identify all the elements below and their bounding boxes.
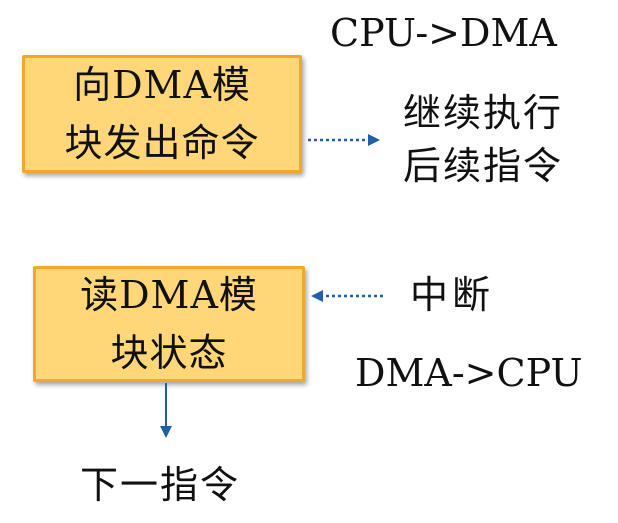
down-arrow-to-next-instruction bbox=[160, 383, 172, 438]
send-command-line-1: 向DMA模 bbox=[73, 63, 251, 107]
send-command-box: 向DMA模 块发出命令 bbox=[22, 55, 302, 173]
read-status-line-1: 读DMA模 bbox=[80, 273, 258, 317]
cpu-to-dma-label: CPU->DMA bbox=[330, 11, 557, 55]
next-instruction-text: 下一指令 bbox=[80, 463, 241, 507]
continue-text-line-1: 继续执行 bbox=[403, 91, 564, 135]
continue-text-line-2: 后续指令 bbox=[403, 144, 564, 188]
dotted-arrow-to-continue bbox=[308, 134, 380, 146]
read-status-box: 读DMA模 块状态 bbox=[33, 266, 305, 382]
interrupt-text: 中断 bbox=[410, 273, 495, 317]
dotted-arrow-from-interrupt bbox=[311, 290, 383, 302]
read-status-line-2: 块状态 bbox=[110, 331, 228, 375]
send-command-line-2: 块发出命令 bbox=[64, 121, 260, 165]
dma-to-cpu-label: DMA->CPU bbox=[355, 351, 583, 395]
